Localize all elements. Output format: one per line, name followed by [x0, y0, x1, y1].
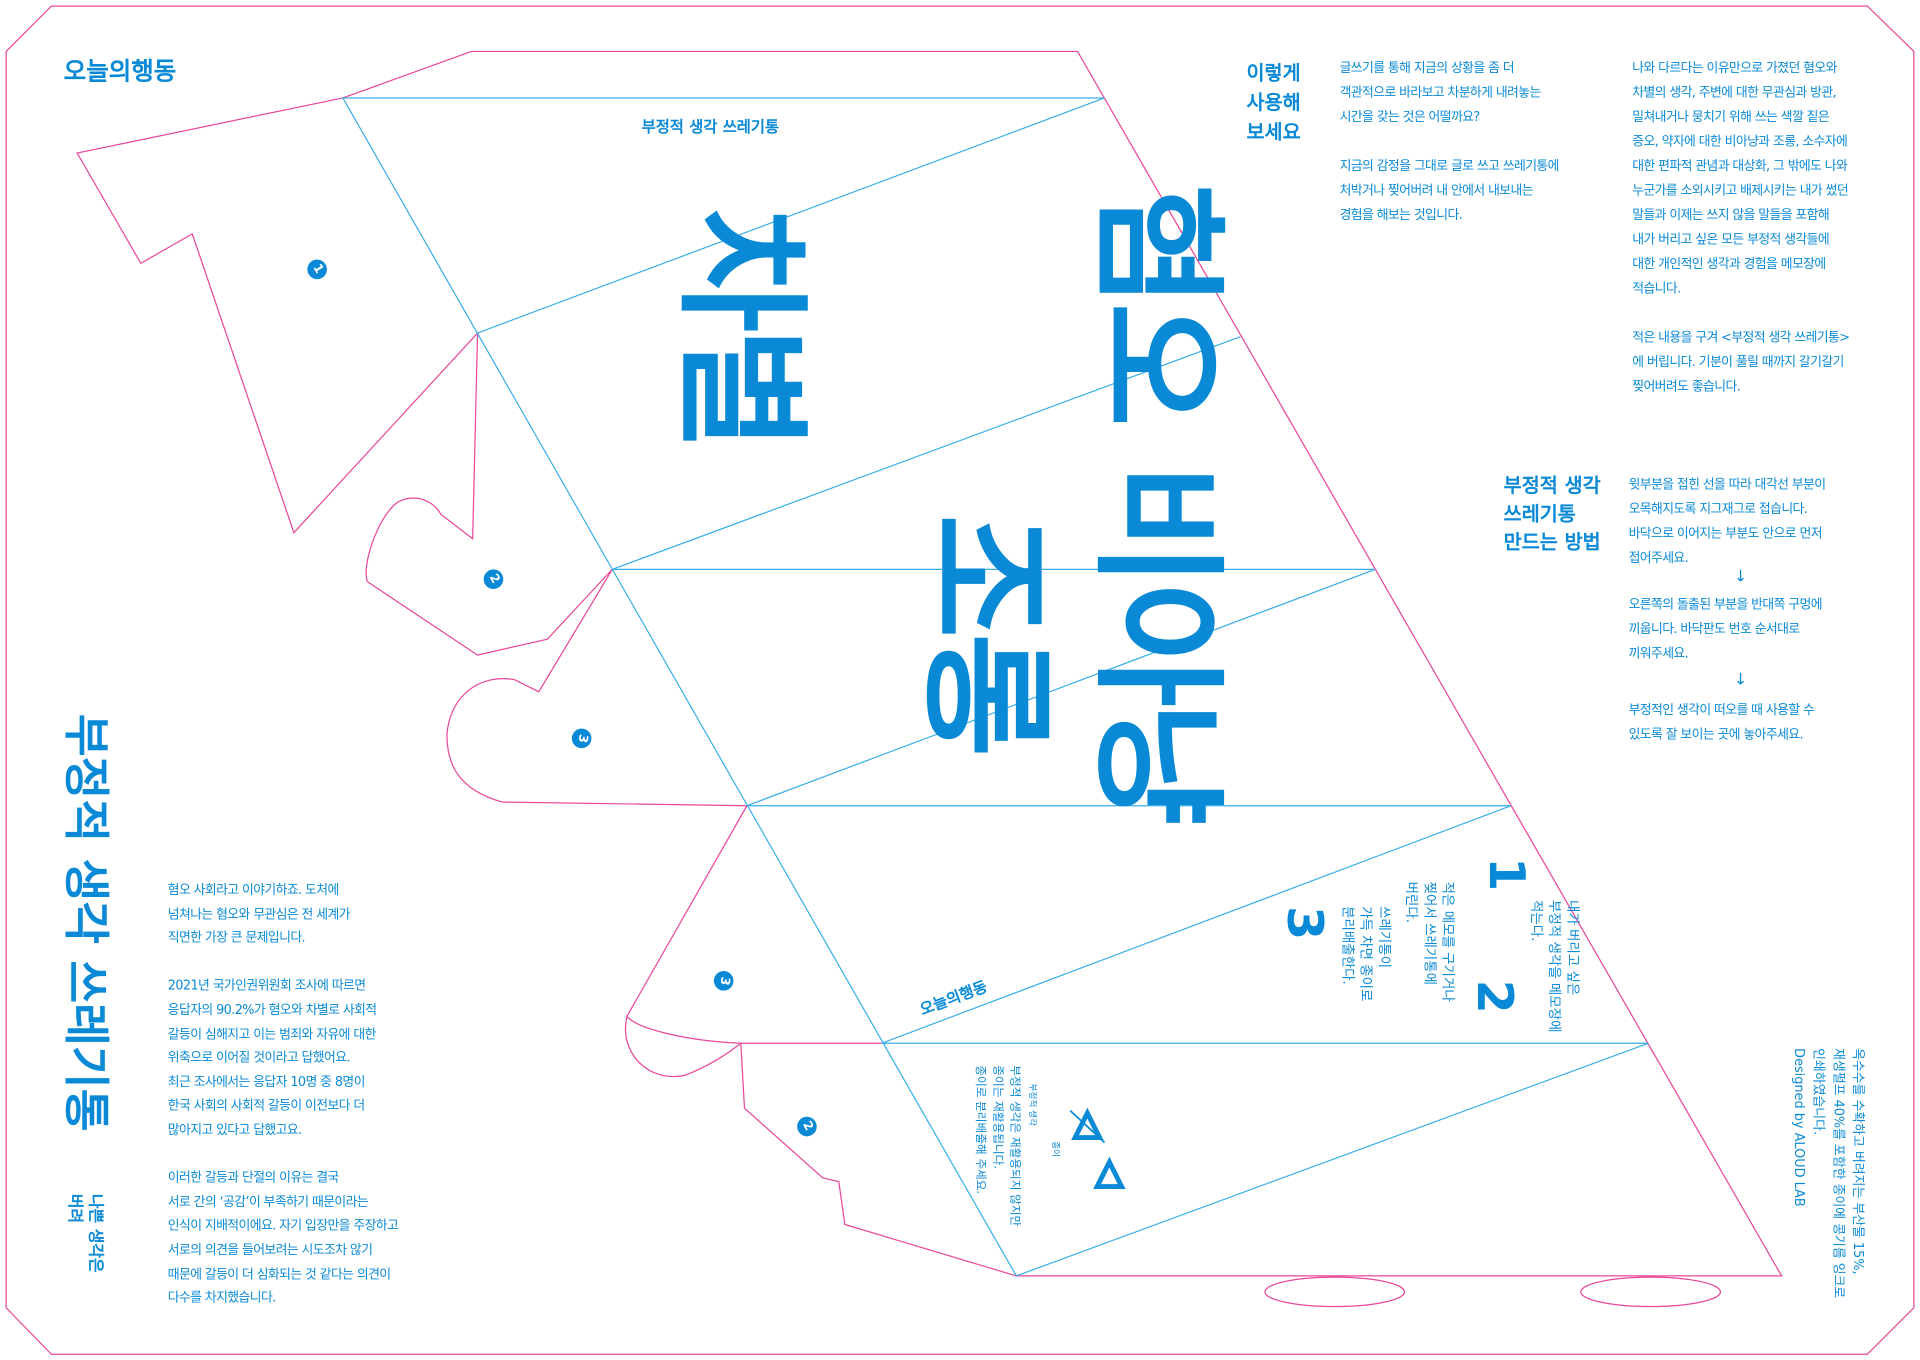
howto-title: 부정적 생각 쓰레기통 만드는 방법: [1503, 473, 1601, 554]
slot-left: [1264, 1276, 1406, 1308]
step-text-1: 내가 버리고 싶은 부정적 생각을 메모장에 적는다.: [1528, 900, 1581, 1033]
howto-step-2: 오른쪽의 돌출된 부분을 반대쪽 구멍에 끼웁니다. 바닥판도 번호 순서대로 …: [1628, 597, 1823, 662]
recycle-icon2-label: 종이: [1050, 1141, 1061, 1158]
usage-paragraph-2: 나와 다르다는 이유만으로 가졌던 혐오와 차별의 생각, 주변에 대한 무관심…: [1632, 61, 1850, 395]
side-subtitle: 나쁜 생각은 버려: [64, 1193, 105, 1273]
box-label: 부정적 생각 쓰레기통: [641, 117, 780, 136]
arrow-down-icon: ↓: [1733, 671, 1748, 690]
step-text-2: 적은 메모를 구기거나 찢어서 쓰레기통에 버린다.: [1403, 881, 1456, 1002]
big-word-1: 차별: [662, 208, 820, 447]
brand-logo: 오늘의행동: [63, 56, 177, 86]
howto-step-3: 부정적인 생각이 떠오를 때 사용할 수 있도록 잘 보이는 곳에 놓아주세요.: [1628, 702, 1815, 743]
recycle-text: 부정적 생각은 재활용되지 않지만 종이는 재활용됩니다. 종이로 분리배출해 …: [973, 1065, 1022, 1227]
step-number-2: 2: [1465, 979, 1523, 1014]
fold-lines: [342, 97, 1649, 1277]
slot-right: [1580, 1276, 1722, 1308]
usage-paragraph-1: 글쓰기를 통해 지금의 상황을 좀 더 객관적으로 바라보고 차분하게 내려놓는…: [1339, 61, 1560, 223]
step-number-3: 3: [1275, 906, 1333, 941]
howto-step-1: 윗부분을 접힌 선을 따라 대각선 부분이 오목해지도록 지그재그로 접습니다.…: [1628, 477, 1826, 566]
arrow-down-icon: ↓: [1733, 568, 1748, 587]
box-cut-outline: [76, 50, 1783, 1277]
side-title: 부정적 생각 쓰레기통: [58, 713, 113, 1132]
step-number-1: 1: [1477, 857, 1535, 892]
intro-paragraph: 혐오 사회라고 이야기하죠. 도처에 넘쳐나는 혐오와 무관심은 전 세계가 직…: [167, 882, 399, 1306]
usage-title: 이렇게 사용해 보세요: [1246, 61, 1301, 144]
recycle-paper-icon: [1063, 1129, 1127, 1189]
credits: 옥수수를 수확하고 버려지는 부산물 15%, 재생펄프 40%를 포함한 종이…: [1791, 1048, 1865, 1299]
big-word-2: 혐오 비아냥: [1078, 183, 1236, 821]
big-word-3: 조롱: [907, 514, 1065, 753]
recycle-icon1-label: 부정적 생각: [1027, 1083, 1038, 1126]
outer-border: [5, 5, 1915, 1355]
step-text-3: 쓰레기통이 가득 차면 종이로 분리배출한다.: [1339, 906, 1393, 1002]
recycle-crossed-icon: [1041, 1080, 1106, 1144]
